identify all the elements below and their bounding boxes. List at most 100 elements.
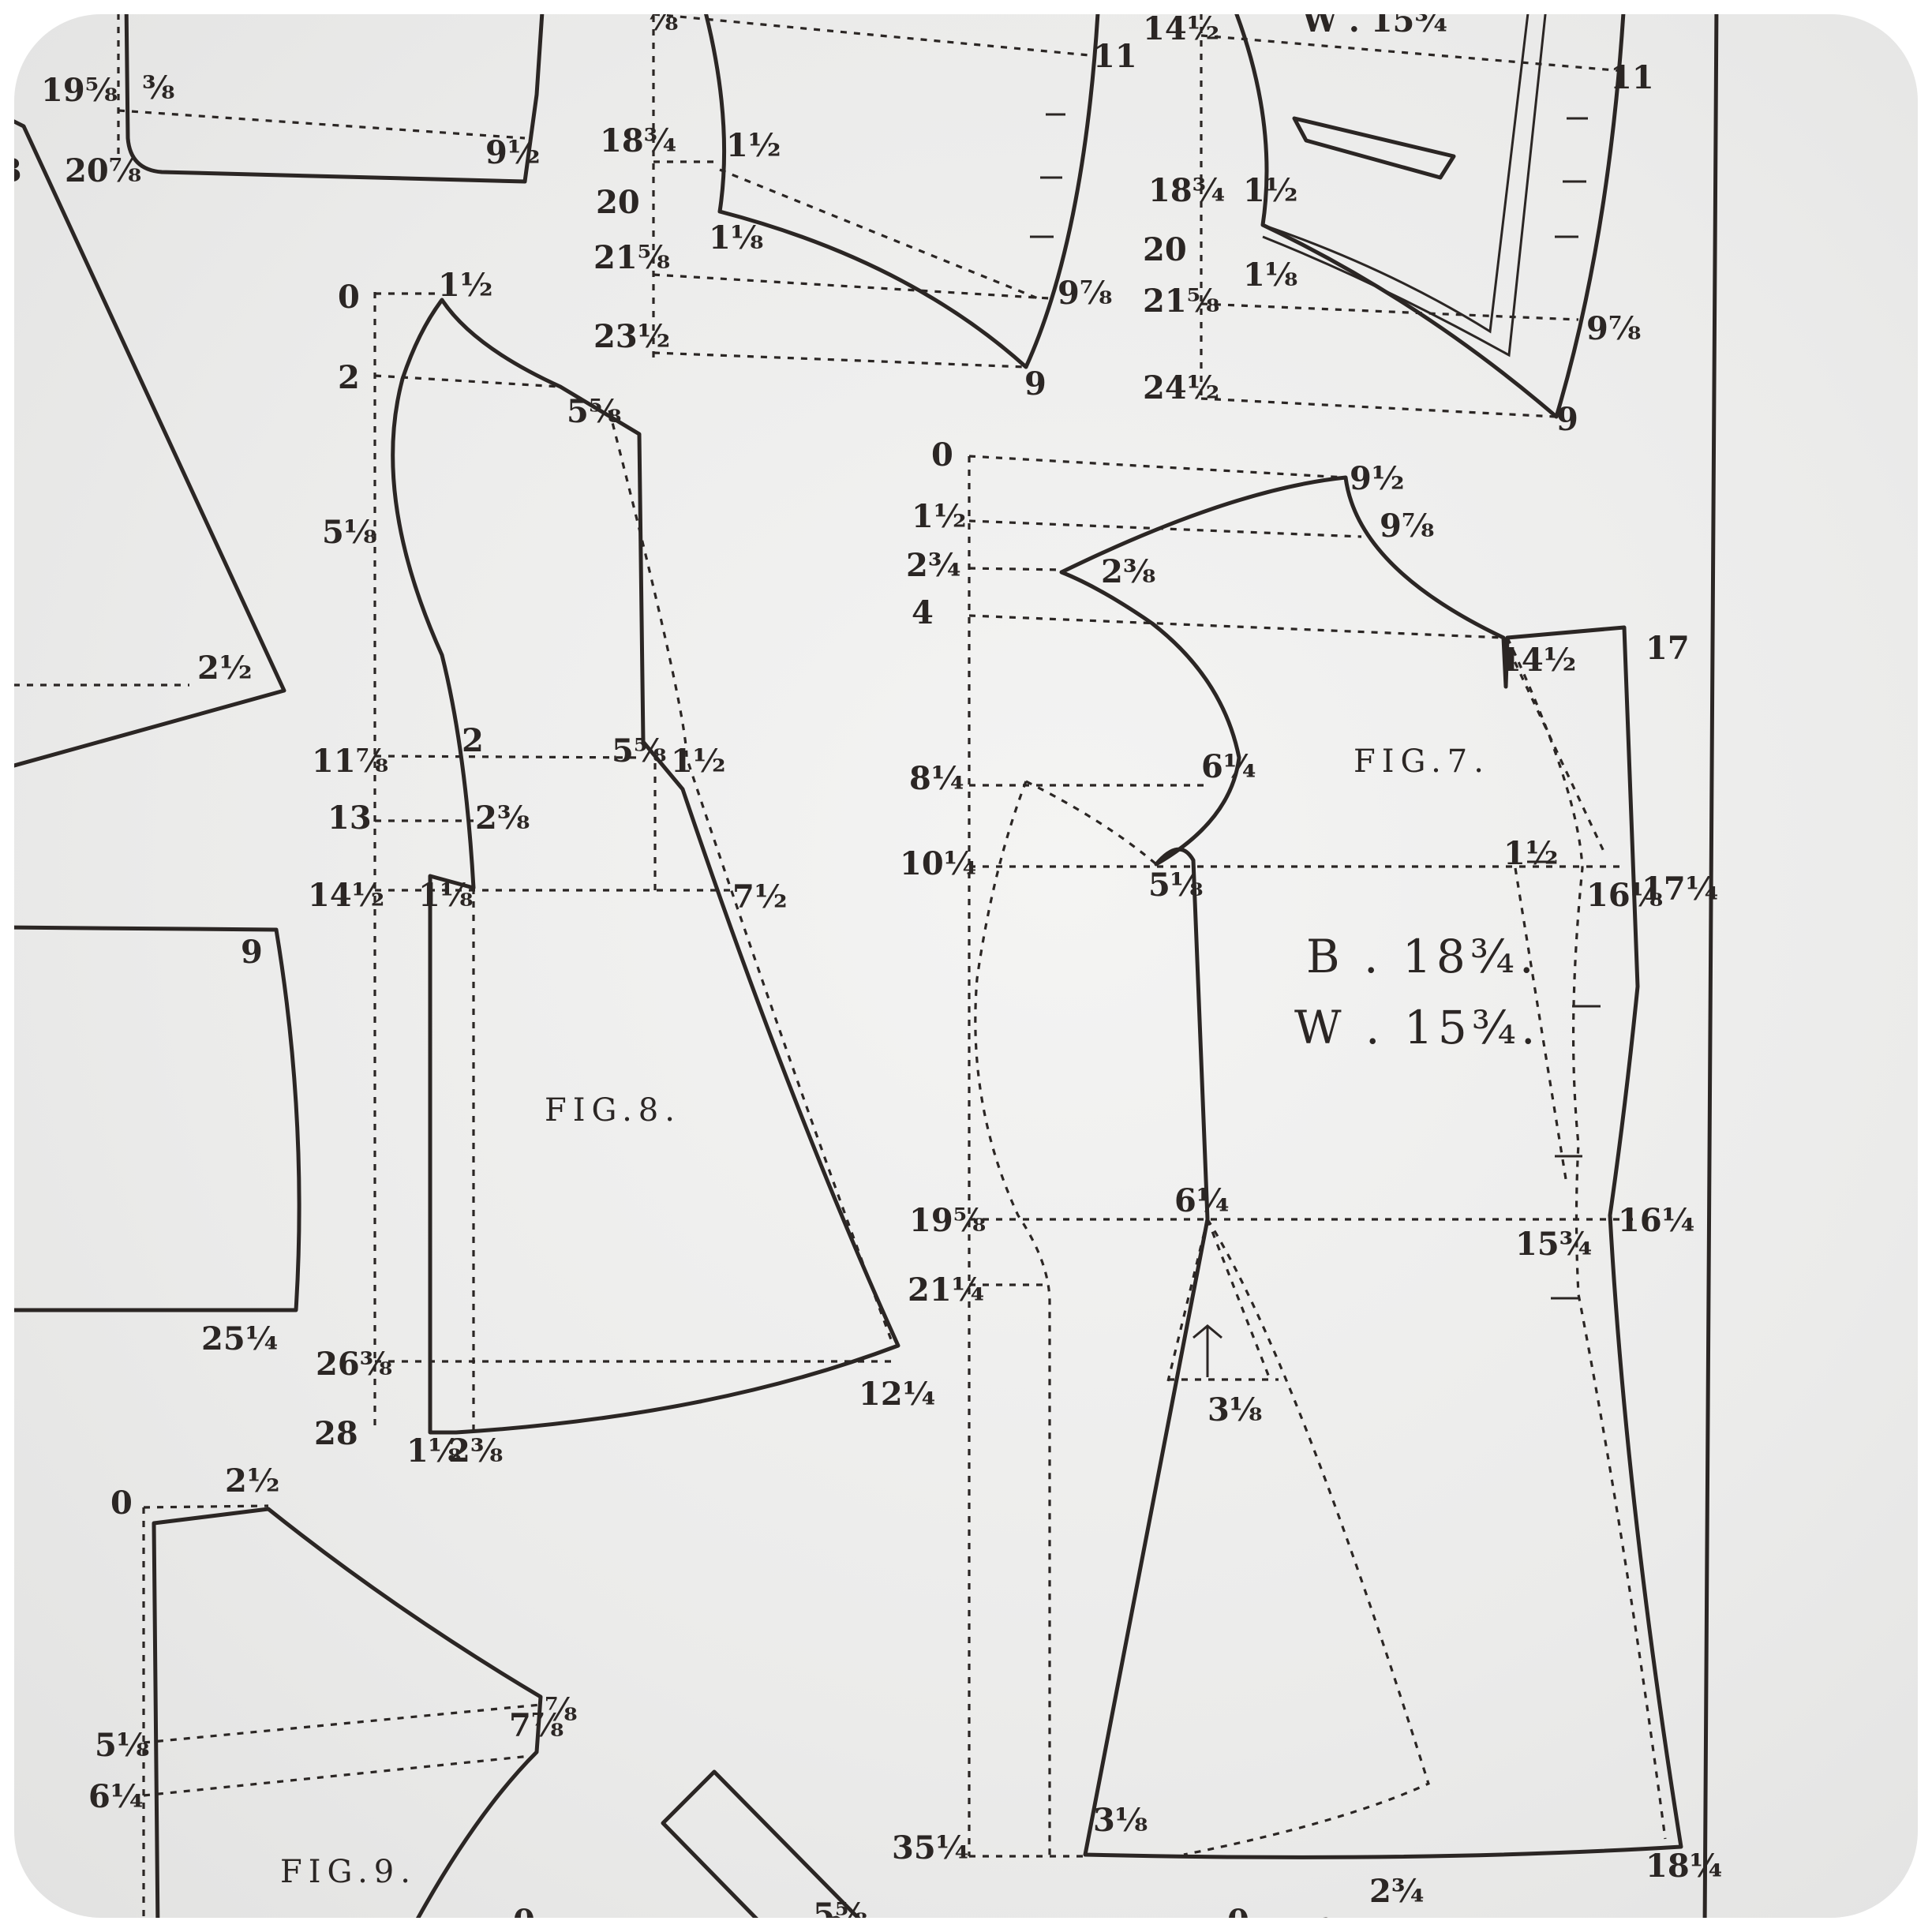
figure-7-guide xyxy=(968,455,1346,479)
measurement-label-tr-9: 9 xyxy=(1556,401,1578,438)
figure-8-alt-side xyxy=(608,410,893,1342)
measurement-label-f7-17: 17 xyxy=(1646,630,1690,667)
figure-7-guide xyxy=(968,614,1504,639)
measurement-label-f8-1214: 12¼ xyxy=(859,1376,935,1413)
measurement-label-f7-234: 2¾ xyxy=(906,547,961,584)
measurement-label-f8-13: 13 xyxy=(328,799,372,837)
measurement-label-tr-w: W . 15¾ xyxy=(1301,14,1447,39)
measurement-label-tl-92: 9½ xyxy=(485,134,541,171)
figure-9-outline xyxy=(152,1507,543,1918)
measurement-label-tr-2158: 21⅝ xyxy=(1143,283,1219,320)
measurement-label-f9-614: 6¼ xyxy=(88,1778,144,1815)
figure-9-guide xyxy=(143,1504,269,1509)
measurement-label-f7-3514: 35¼ xyxy=(892,1829,968,1866)
left-middle-outline xyxy=(14,925,301,1312)
measurement-label-f8-2638: 26⅜ xyxy=(316,1346,392,1383)
top-left-guide xyxy=(118,109,526,140)
measurement-label-f8-1412: 14½ xyxy=(308,877,384,914)
figure-9-title: FIG.9. xyxy=(280,1854,417,1890)
measurement-label-tc-8: ⅞ xyxy=(646,14,678,38)
measurement-label-f9-212: 2½ xyxy=(225,1462,280,1500)
measurement-label-f8-238: 2⅜ xyxy=(475,799,530,837)
figure-7-guide xyxy=(968,567,1062,571)
measurement-label-f8-112: 1½ xyxy=(438,267,493,304)
measurement-label-bot-58: 5⅝ xyxy=(813,1896,867,1918)
measurement-label-tc-11: 11 xyxy=(1093,38,1137,75)
welt-pocket xyxy=(1292,116,1456,180)
measurement-label-f8-58a: 5⅝ xyxy=(567,393,621,430)
measurement-label-f8-112b: 1½ xyxy=(671,743,726,780)
figure-9-diagram: FIG.9. xyxy=(142,1504,543,1918)
top-right-guide xyxy=(1200,397,1557,418)
measurement-label-tr-11: 11 xyxy=(1610,59,1654,96)
figure-7-waist: W . 15¾. xyxy=(1294,1001,1540,1054)
figure-7-title: FIG.7. xyxy=(1354,743,1490,780)
figure-8-outline xyxy=(391,298,900,1435)
measurement-label-f8-18: 1⅛ xyxy=(418,877,473,914)
measurement-label-f8-712: 7½ xyxy=(732,878,788,915)
top-left-outline xyxy=(124,14,545,184)
left-wedge-outline xyxy=(14,119,286,768)
measurement-label-f8-28: 28 xyxy=(314,1415,358,1452)
measurement-label-f7-978: 9⅞ xyxy=(1380,507,1434,545)
figure-7-dart-leg xyxy=(1206,1219,1272,1382)
figure-7-side-line xyxy=(974,781,1051,1856)
measurement-label-f9-78a: ⅞ xyxy=(545,1691,577,1728)
measurement-label-tc-978: 9⅞ xyxy=(1058,275,1112,312)
left-middle-piece xyxy=(14,925,301,1312)
measurement-label-f7-1534: 15¾ xyxy=(1515,1226,1592,1263)
figure-7-armhole-line xyxy=(1025,780,1158,866)
measurement-label-f7-112b: 1½ xyxy=(1503,835,1559,872)
measurement-label-tc-112: 1½ xyxy=(726,127,781,164)
measurement-label-tl-3: 3 xyxy=(14,152,22,189)
measurement-label-f9-78b: 7⅞ xyxy=(509,1707,564,1744)
measurement-label-f7-2114: 21¼ xyxy=(908,1271,984,1309)
measurement-label-f7-1614: 16¼ xyxy=(1618,1202,1694,1239)
measurement-label-f7-1958: 19⅝ xyxy=(909,1202,986,1239)
measurement-label-bot-0a: 0 xyxy=(513,1903,535,1918)
top-right-facing xyxy=(1262,14,1547,358)
measurement-label-f7-1618: 16⅛ xyxy=(1586,877,1663,914)
figure-8-guide xyxy=(374,374,561,388)
measurement-label-f7-58: 5⅛ xyxy=(1148,867,1203,904)
measurement-label-tl-195: 19⅝ xyxy=(41,72,118,109)
bottom-fragments xyxy=(661,1769,1328,1918)
top-right-guide xyxy=(1200,34,1625,73)
measurement-label-f8-0: 0 xyxy=(338,279,360,316)
measurement-label-lm-9: 9 xyxy=(241,934,263,971)
measurement-label-bot-234: 2¾ xyxy=(1369,1873,1425,1910)
measurement-label-f9-0: 0 xyxy=(110,1485,133,1522)
measurement-label-tr-18: 1⅛ xyxy=(1243,256,1297,294)
measurement-label-f8-238b: 2⅜ xyxy=(448,1432,503,1470)
measurement-label-tc-1834: 18¾ xyxy=(600,122,676,159)
measurement-label-f7-112: 1½ xyxy=(912,498,967,535)
measurement-label-lm-2514: 25¼ xyxy=(201,1320,278,1357)
measurement-label-tr-20: 20 xyxy=(1143,231,1187,268)
left-wedge-piece xyxy=(14,119,286,768)
measurement-label-tr-1834: 18¾ xyxy=(1148,172,1225,209)
measurement-label-tr-112: 1½ xyxy=(1243,172,1298,209)
measurement-label-tl-38: ⅜ xyxy=(142,69,174,107)
measurement-label-tr-2412: 24½ xyxy=(1143,369,1219,406)
measurement-label-f9-58: 5⅛ xyxy=(95,1727,149,1764)
top-center-guide xyxy=(653,14,1090,57)
measurement-label-f7-318b: 3⅛ xyxy=(1093,1802,1148,1839)
top-center-fragment xyxy=(652,14,1100,369)
measurement-label-f7-912: 9½ xyxy=(1350,460,1405,497)
figure-7-diagram: FIG.7. B . 18¾. W . 15¾. xyxy=(968,455,1683,1859)
figure-7-dart xyxy=(1183,1219,1430,1856)
figure-8-title: FIG.8. xyxy=(545,1092,681,1129)
measurement-label-f7-614: 6¼ xyxy=(1201,748,1256,785)
measurement-label-f7-4: 4 xyxy=(912,594,934,631)
margin-rule xyxy=(1702,14,1719,1918)
bottom-strip-piece xyxy=(661,1769,861,1918)
top-right-guide xyxy=(1200,302,1579,321)
measurement-label-f7-614b: 6¼ xyxy=(1174,1182,1230,1219)
top-center-outline xyxy=(704,14,1100,369)
measurement-label-f8-58b: 5⅝ xyxy=(612,732,666,769)
top-right-outline xyxy=(1234,14,1626,419)
figure-8-diagram: FIG.8. xyxy=(373,292,900,1435)
measurement-label-tc-2312: 23½ xyxy=(593,318,670,355)
figure-9-guide xyxy=(143,1754,531,1797)
